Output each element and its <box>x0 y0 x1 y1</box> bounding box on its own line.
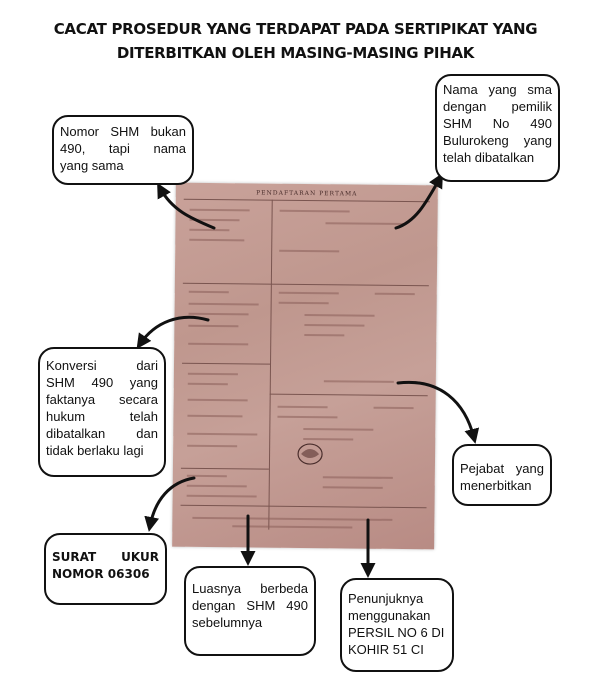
callout-line: SHM 490 yang <box>46 375 158 390</box>
callout-line: yang sama <box>60 158 124 173</box>
arrow-to-nomor-shm <box>157 182 216 230</box>
callout-line: PERSIL NO 6 DI <box>348 625 445 640</box>
callout-line: SURAT UKUR <box>52 550 159 564</box>
callout-line: Nama yang sma <box>443 82 552 97</box>
callout-line: menerbitkan <box>460 478 532 493</box>
callout-line: 490, tapi nama <box>60 141 186 156</box>
callout-surat-ukur: SURAT UKUR NOMOR 06306 <box>44 533 167 605</box>
callout-line: dibatalkan dan <box>46 426 158 441</box>
arrow-to-surat-ukur <box>144 476 196 532</box>
arrow-to-nama-sama <box>394 172 443 230</box>
callout-line: menggunakan <box>348 608 431 623</box>
diagram-title-line-2: DITERBITKAN OLEH MASING-MASING PIHAK <box>116 44 475 62</box>
arrow-to-pejabat <box>396 380 480 444</box>
callout-line: SHM No 490 <box>443 116 552 131</box>
callout-pejabat: Pejabat yang menerbitkan <box>452 444 552 506</box>
callout-line: dengan pemilik <box>443 99 552 114</box>
callout-konversi: Konversi dari SHM 490 yang faktanya seca… <box>38 347 166 477</box>
callout-line: faktanya secara <box>46 392 158 407</box>
callout-line: Bulurokeng yang <box>443 133 552 148</box>
callout-line: dengan SHM 490 <box>192 598 308 613</box>
callout-line: telah dibatalkan <box>443 150 535 165</box>
callout-line: NOMOR 06306 <box>52 567 150 581</box>
callout-line: Nomor SHM bukan <box>60 124 186 139</box>
callout-line: Penunjuknya <box>348 591 424 606</box>
certificate-scan-image: PENDAFTARAN PERTAMA <box>172 182 438 550</box>
callout-line: tidak berlaku lagi <box>46 443 144 458</box>
callout-nomor-shm: Nomor SHM bukan 490, tapi nama yang sama <box>52 115 194 185</box>
callout-nama-sama: Nama yang sma dengan pemilik SHM No 490 … <box>435 74 560 182</box>
callout-line: sebelumnya <box>192 615 263 630</box>
callout-line: KOHIR 51 CI <box>348 642 424 657</box>
garuda-emblem-icon <box>297 443 323 465</box>
callout-line: Konversi dari <box>46 358 158 373</box>
callout-luas: Luasnya berbeda dengan SHM 490 sebelumny… <box>184 566 316 656</box>
arrow-to-konversi <box>136 315 210 349</box>
callout-line: Pejabat yang <box>460 461 544 476</box>
diagram-title-line-1: CACAT PROSEDUR YANG TERDAPAT PADA SERTIP… <box>53 20 538 38</box>
callout-line: hukum telah <box>46 409 158 424</box>
callout-line: Luasnya berbeda <box>192 581 308 596</box>
callout-penunjuk: Penunjuknya menggunakan PERSIL NO 6 DI K… <box>340 578 454 672</box>
